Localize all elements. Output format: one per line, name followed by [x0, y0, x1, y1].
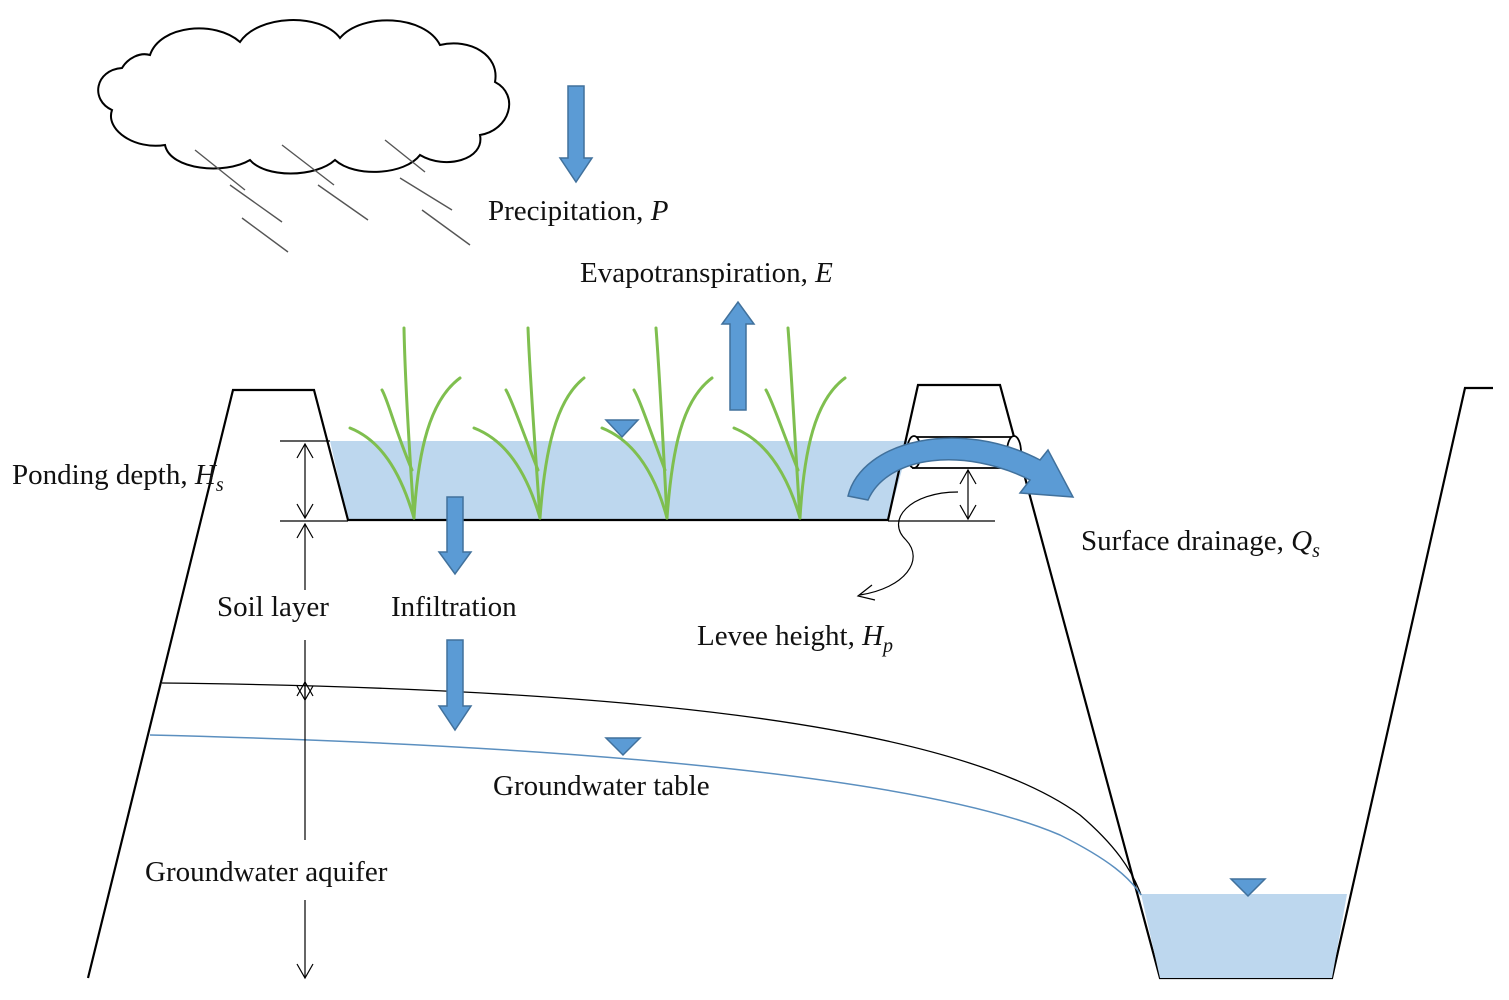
rice-plant [472, 326, 586, 520]
precipitation-label: Precipitation, P [488, 195, 668, 227]
precipitation-arrow [558, 85, 594, 184]
ponding-depth-label: Ponding depth, Hs [12, 459, 224, 496]
levee-height-dimension [856, 468, 977, 601]
groundwater-table-label: Groundwater table [493, 770, 710, 802]
levee-height-label: Levee height, Hp [697, 620, 893, 657]
drain-water-level-marker [1229, 878, 1267, 898]
water-level-marker [604, 419, 640, 439]
rice-plants [348, 326, 847, 520]
soil-aquifer-boundary [161, 682, 1142, 896]
infiltration-arrow-upper [437, 496, 473, 576]
surface-drainage-arrow [847, 437, 1075, 501]
dimension-lines [280, 440, 348, 980]
surface-drainage-label: Surface drainage, Qs [1081, 525, 1320, 562]
groundwater-level-marker [604, 737, 642, 757]
ponded-water [330, 441, 910, 520]
evapotranspiration-arrow [720, 300, 756, 411]
drain-water [1141, 894, 1347, 978]
rice-plant [600, 326, 714, 520]
terrain-outline [86, 383, 1493, 980]
infiltration-label: Infiltration [391, 591, 517, 623]
rice-plant [348, 326, 462, 520]
cloud-icon [97, 19, 511, 175]
soil-layer-label: Soil layer [217, 591, 329, 623]
rice-plant [732, 326, 847, 520]
groundwater-aquifer-label: Groundwater aquifer [145, 856, 388, 888]
groundwater-table-line [149, 734, 1142, 896]
rain-streaks [194, 139, 471, 253]
evapotranspiration-label: Evapotranspiration, E [580, 257, 833, 289]
infiltration-arrow-lower [437, 639, 473, 732]
